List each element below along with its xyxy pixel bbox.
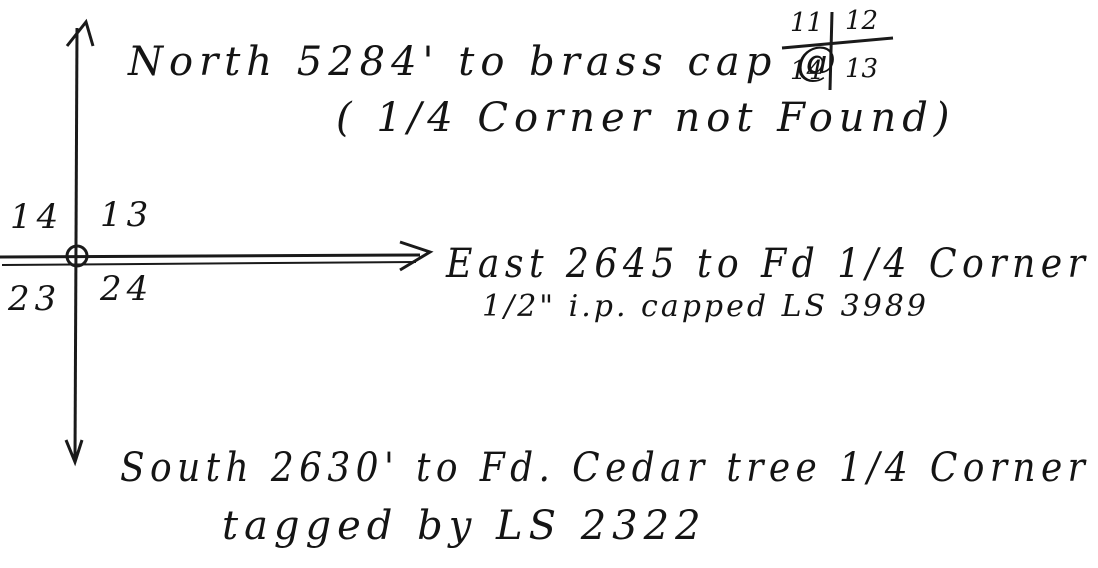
section-14-label: 14	[10, 197, 64, 237]
north-note: North 5284' to brass cap @	[128, 39, 843, 85]
south-note-line2: tagged by LS 2322	[222, 503, 707, 549]
east-note: East 2645 to Fd 1/4 Corner	[446, 241, 1091, 287]
north-arrowhead	[65, 18, 95, 47]
vertical-axis	[73, 27, 79, 459]
east-arrowhead	[399, 240, 434, 272]
corner-grid-14: 14	[790, 56, 824, 86]
east-note-line2: 1/2" i.p. capped LS 3989	[482, 289, 929, 324]
section-23-label: 23	[8, 279, 62, 319]
corner-grid-horizontal	[781, 36, 894, 50]
corner-grid-11: 11	[790, 8, 824, 38]
corner-grid-vertical	[828, 11, 834, 91]
horizontal-axis	[0, 253, 421, 259]
section-13-label: 13	[100, 195, 154, 235]
corner-grid-12: 12	[845, 6, 879, 36]
north-note-line2: ( 1/4 Corner not Found)	[336, 95, 956, 141]
south-note: South 2630' to Fd. Cedar tree 1/4 Corner	[120, 445, 1091, 491]
section-24-label: 24	[100, 269, 154, 309]
section-corner-circle	[65, 244, 89, 268]
south-arrowhead	[64, 439, 84, 467]
corner-grid-13: 13	[845, 54, 879, 84]
